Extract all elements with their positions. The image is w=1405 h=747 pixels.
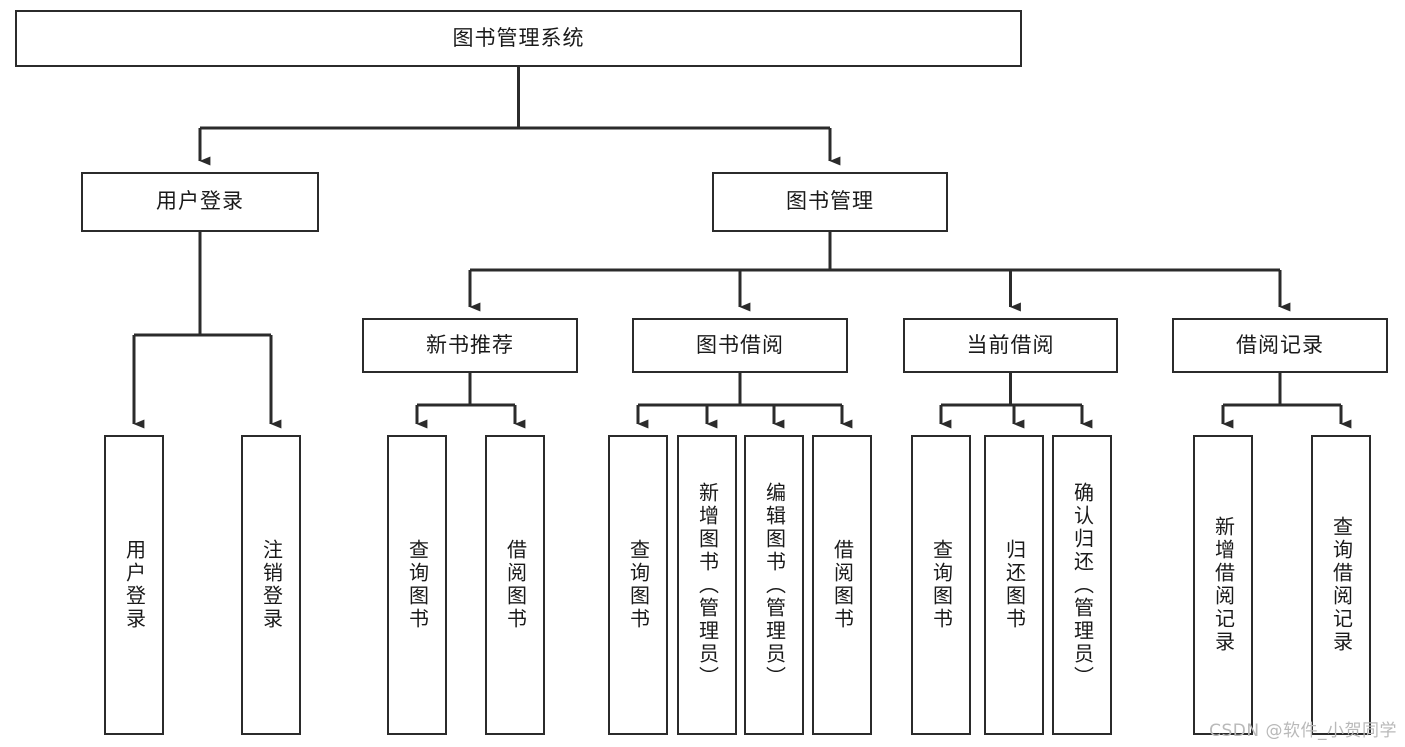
- node-root[interactable]: 图书管理系统: [15, 10, 1022, 67]
- node-leaf-query-book-1-label: 查询图书: [405, 539, 430, 631]
- node-leaf-query-record-label: 查询借阅记录: [1329, 516, 1354, 654]
- node-leaf-query-book-1[interactable]: 查询图书: [387, 435, 447, 735]
- node-current-borrow[interactable]: 当前借阅: [903, 318, 1118, 373]
- node-leaf-query-record[interactable]: 查询借阅记录: [1311, 435, 1371, 735]
- node-leaf-query-book-2-label: 查询图书: [626, 539, 651, 631]
- node-book-borrow[interactable]: 图书借阅: [632, 318, 848, 373]
- node-leaf-user-login-label: 用户登录: [122, 539, 147, 631]
- node-leaf-add-book-label: 新增图书（管理员）: [695, 481, 720, 689]
- node-new-book-rec[interactable]: 新书推荐: [362, 318, 578, 373]
- node-root-label: 图书管理系统: [452, 25, 585, 50]
- node-book-borrow-label: 图书借阅: [696, 332, 784, 357]
- node-leaf-return-book-label: 归还图书: [1002, 539, 1027, 631]
- node-borrow-record-label: 借阅记录: [1236, 332, 1324, 357]
- node-leaf-edit-book-label: 编辑图书（管理员）: [762, 481, 787, 689]
- node-user-login-label: 用户登录: [156, 189, 244, 214]
- node-leaf-borrow-book-2[interactable]: 借阅图书: [812, 435, 872, 735]
- node-leaf-borrow-book-1-label: 借阅图书: [503, 539, 528, 631]
- node-leaf-query-book-3-label: 查询图书: [929, 539, 954, 631]
- node-user-login[interactable]: 用户登录: [81, 172, 319, 232]
- node-leaf-query-book-3[interactable]: 查询图书: [911, 435, 971, 735]
- node-leaf-add-book[interactable]: 新增图书（管理员）: [677, 435, 737, 735]
- node-leaf-borrow-book-2-label: 借阅图书: [830, 539, 855, 631]
- node-leaf-return-book[interactable]: 归还图书: [984, 435, 1044, 735]
- node-leaf-logout[interactable]: 注销登录: [241, 435, 301, 735]
- node-leaf-query-book-2[interactable]: 查询图书: [608, 435, 668, 735]
- node-leaf-add-record-label: 新增借阅记录: [1211, 516, 1236, 654]
- node-current-borrow-label: 当前借阅: [966, 332, 1055, 357]
- node-book-manage-label: 图书管理: [786, 189, 874, 214]
- node-leaf-borrow-book-1[interactable]: 借阅图书: [485, 435, 545, 735]
- node-leaf-user-login[interactable]: 用户登录: [104, 435, 164, 735]
- node-borrow-record[interactable]: 借阅记录: [1172, 318, 1388, 373]
- node-leaf-confirm-return[interactable]: 确认归还（管理员）: [1052, 435, 1112, 735]
- node-leaf-edit-book[interactable]: 编辑图书（管理员）: [744, 435, 804, 735]
- node-leaf-confirm-return-label: 确认归还（管理员）: [1070, 481, 1095, 689]
- csdn-watermark: CSDN @软件_小贺同学: [1209, 721, 1397, 741]
- node-leaf-add-record[interactable]: 新增借阅记录: [1193, 435, 1253, 735]
- node-new-book-rec-label: 新书推荐: [426, 332, 514, 357]
- node-leaf-logout-label: 注销登录: [259, 539, 284, 631]
- node-book-manage[interactable]: 图书管理: [712, 172, 948, 232]
